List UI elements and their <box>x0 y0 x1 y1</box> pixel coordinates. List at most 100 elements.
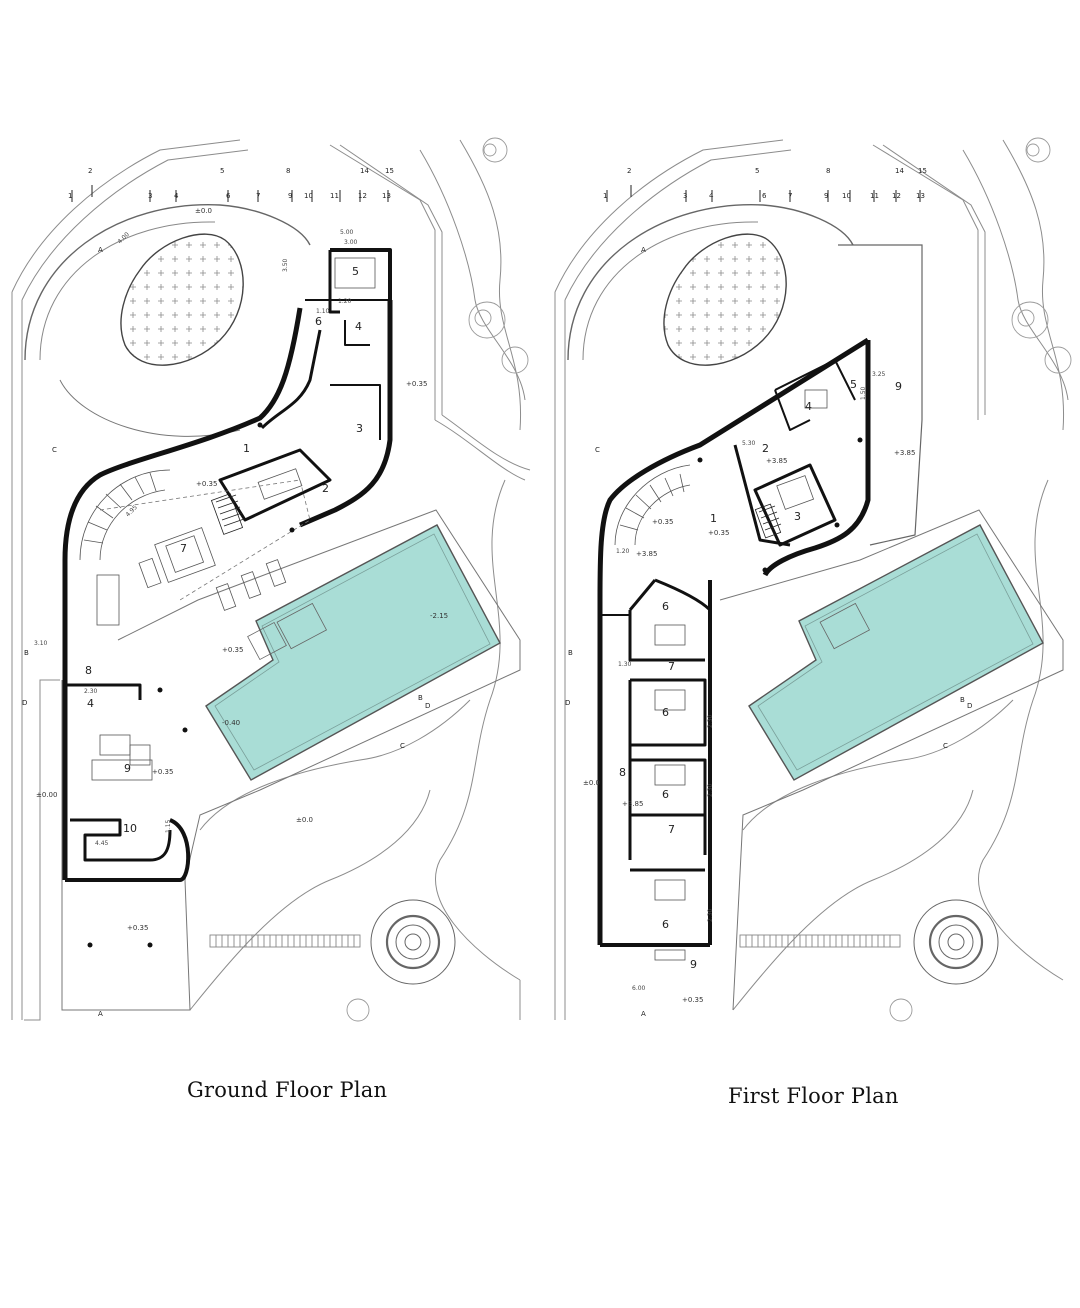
first-dim-7: 2.30 <box>707 908 714 922</box>
ground-room-7: 7 <box>180 542 187 555</box>
ground-section-6: D <box>22 699 27 707</box>
ground-room-3: 3 <box>356 422 363 435</box>
first-grid-1: 2 <box>627 167 631 175</box>
first-grid-7: 8 <box>826 167 830 175</box>
planter-island-first <box>567 204 854 366</box>
first-room-6d: 6 <box>662 918 669 931</box>
ground-room-5: 5 <box>352 265 359 278</box>
first-grid-13: 14 <box>895 167 904 175</box>
first-grid-10: 11 <box>870 192 879 200</box>
roof-terrace <box>838 244 923 546</box>
furniture <box>91 257 376 781</box>
ground-grid-0: 1 <box>68 192 72 200</box>
first-dim-0: 3.25 <box>872 371 886 378</box>
first-level-3: +3.85 <box>622 800 643 808</box>
grid-ticks <box>71 185 389 202</box>
site-boundary <box>11 139 531 1021</box>
first-floor-plan <box>554 137 1072 1022</box>
ground-dim-5: 4.00 <box>116 231 131 246</box>
first-dim-1: 1.50 <box>860 386 867 400</box>
first-level-6: ±0.0 <box>583 779 600 787</box>
ground-floor-plan <box>11 137 531 1022</box>
first-grid-9: 10 <box>842 192 851 200</box>
first-section-7: D <box>967 702 972 710</box>
first-room-7a: 7 <box>668 660 675 673</box>
first-walls <box>597 337 871 947</box>
furniture-first <box>654 389 828 961</box>
first-section-3: B <box>960 696 965 704</box>
plan-labels: 1 2 3 4 5 6 7 8 4 9 10 +0.35 +0.35 +0.35 +0.35 +0.35 -2.… <box>22 167 972 1018</box>
first-grid-3: 4 <box>709 192 714 200</box>
ground-grid-5: 6 <box>226 192 231 200</box>
first-floor-caption: First Floor Plan <box>728 1084 899 1108</box>
ground-level-4: +0.35 <box>127 924 148 932</box>
fountain <box>370 899 456 985</box>
terrace-outline <box>61 509 521 1011</box>
ground-grid-3: 4 <box>174 192 179 200</box>
pool <box>205 524 501 781</box>
first-room-6b: 6 <box>662 706 669 719</box>
roof-outline <box>99 479 311 601</box>
ground-grid-2: 3 <box>148 192 152 200</box>
first-dim-3: 1.20 <box>616 548 630 555</box>
ground-room-6: 6 <box>315 315 322 328</box>
ground-section-7: D <box>425 702 430 710</box>
ground-grid-14: 15 <box>385 167 394 175</box>
ground-level-1: +0.35 <box>222 646 243 654</box>
first-grid-6: 7 <box>788 192 792 200</box>
columns-first <box>697 437 863 573</box>
ground-dim-1: 3.00 <box>344 239 358 246</box>
ground-grid-13: 14 <box>360 167 369 175</box>
ground-level-6: -0.40 <box>222 719 240 727</box>
first-grid-4: 5 <box>755 167 759 175</box>
ground-grid-1: 2 <box>88 167 92 175</box>
first-grid-8: 9 <box>824 192 828 200</box>
first-section-6: D <box>565 699 570 707</box>
ground-grid-10: 11 <box>330 192 339 200</box>
first-room-1: 1 <box>710 512 717 525</box>
terrace-outline-first <box>719 509 1064 1011</box>
ground-dim-6: 2.30 <box>84 688 98 695</box>
ground-room-9: 9 <box>124 762 131 775</box>
first-section-0: A <box>641 246 646 254</box>
ground-level-8: ±0.0 <box>296 816 313 824</box>
straight-stair-first <box>754 503 782 539</box>
ground-dim-4: 3.50 <box>282 258 289 272</box>
ground-dim-8: 1.15 <box>165 819 172 833</box>
first-section-1: A <box>641 1010 646 1018</box>
first-room-4: 4 <box>805 400 812 413</box>
tree-symbols <box>346 137 529 1022</box>
first-level-1: +3.85 <box>636 550 657 558</box>
ground-section-2: B <box>24 649 29 657</box>
first-grid-2: 3 <box>683 192 687 200</box>
columns <box>87 422 295 948</box>
first-level-5: +0.35 <box>708 529 729 537</box>
ground-dim-0: 5.00 <box>340 229 354 236</box>
ground-dim-7: 3.10 <box>34 640 48 647</box>
ground-level-5: -2.15 <box>430 612 448 620</box>
pavement-strip-first <box>739 934 901 948</box>
spiral-stair-first <box>614 464 691 546</box>
ground-room-4b: 4 <box>87 697 94 710</box>
ground-floor-caption: Ground Floor Plan <box>187 1078 388 1102</box>
tree-symbols-first <box>889 137 1072 1022</box>
ground-level-0: +0.35 <box>196 480 217 488</box>
ground-level-2: +0.35 <box>406 380 427 388</box>
first-grid-5: 6 <box>762 192 767 200</box>
first-dim-5: 2.30 <box>707 714 714 728</box>
spiral-stair <box>79 469 171 561</box>
planter-island <box>24 204 311 437</box>
ground-section-3: B <box>418 694 423 702</box>
first-grid-12: 13 <box>916 192 925 200</box>
ground-section-1: A <box>98 1010 103 1018</box>
ground-room-2: 2 <box>322 482 329 495</box>
first-level-4: +0.35 <box>652 518 673 526</box>
ground-grid-6: 7 <box>256 192 260 200</box>
first-dim-2: 5.30 <box>742 440 756 447</box>
first-room-5: 5 <box>850 378 857 391</box>
first-section-5: C <box>943 742 948 750</box>
ground-section-5: C <box>400 742 405 750</box>
pool-first <box>748 524 1044 781</box>
ground-dim-9: 4.45 <box>95 840 109 847</box>
